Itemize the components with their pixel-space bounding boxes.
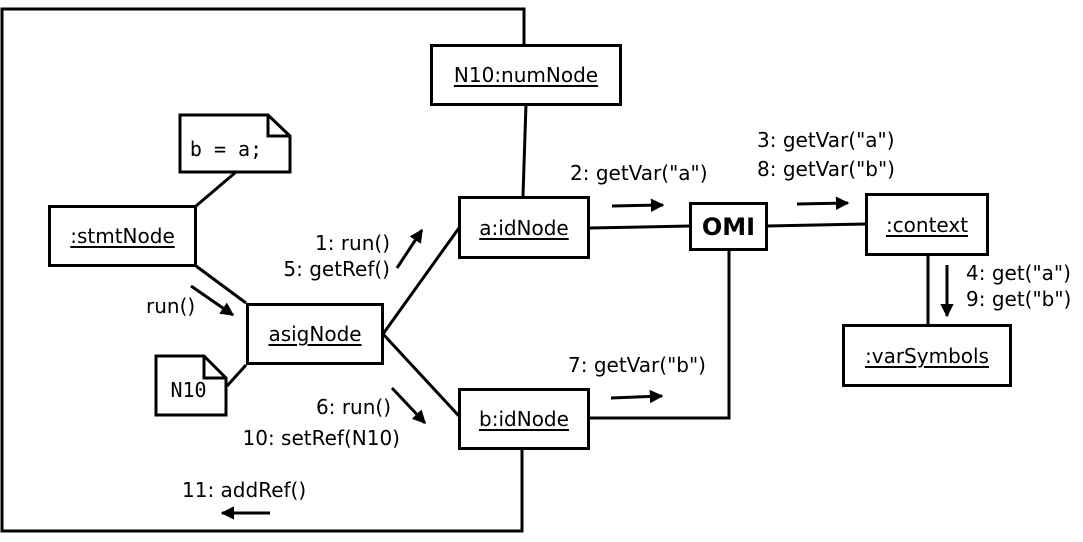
arrow-m1-m5	[395, 228, 424, 269]
n10-note-fold	[202, 356, 226, 380]
msg-m9: 9: get("b")	[966, 287, 1072, 311]
stmt-note-fold	[266, 115, 290, 138]
msg-m1: 1: run()	[315, 231, 390, 255]
msg-m5: 5: getRef()	[283, 257, 390, 281]
container-frame	[0, 7, 526, 533]
varsymbols-object[interactable]: :varSymbols	[842, 324, 1012, 387]
link-bidnode-omi	[589, 250, 731, 420]
msg-m3: 3: getVar("a")	[757, 128, 895, 152]
link-aidnode-omi	[588, 224, 691, 230]
msg-run-entry: run()	[146, 294, 196, 318]
link-stmtnode-asignode	[195, 264, 247, 305]
bidnode-object[interactable]: b:idNode	[458, 388, 590, 450]
arrow-m6-m10	[390, 386, 427, 425]
context-object[interactable]: :context	[865, 193, 989, 256]
arrow-m2	[611, 198, 665, 212]
arrow-run-entry	[190, 284, 235, 317]
link-stmtnote-stmtnode	[195, 170, 237, 208]
msg-m7: 7: getVar("b")	[568, 353, 706, 377]
n10-note-shape	[154, 354, 228, 417]
stmt-note-shape	[178, 113, 292, 174]
msg-m6: 6: run()	[316, 395, 391, 419]
link-numnode-aidnode	[521, 103, 528, 197]
msg-m2: 2: getVar("a")	[570, 161, 708, 185]
link-asignode-bidnode	[381, 332, 461, 418]
arrow-m3-m8	[796, 196, 850, 210]
stmtnode-object[interactable]: :stmtNode	[48, 205, 197, 267]
link-n10note-asignode	[225, 363, 248, 388]
numnode-object[interactable]: N10:numNode	[430, 44, 622, 106]
msg-m8: 8: getVar("b")	[757, 157, 895, 181]
msg-m11: 11: addRef()	[182, 478, 307, 502]
stmt-note-text: b = a;	[189, 137, 263, 161]
arrow-m7	[610, 389, 664, 404]
link-omi-context	[766, 222, 867, 228]
msg-m10: 10: setRef(N10)	[242, 426, 400, 450]
link-asignode-aidnode	[381, 227, 461, 335]
asignode-object[interactable]: asigNode	[246, 303, 384, 365]
msg-m4: 4: get("a")	[966, 261, 1071, 285]
aidnode-object[interactable]: a:idNode	[458, 196, 590, 259]
omi-object[interactable]: OMI	[689, 202, 768, 251]
n10-note-text: N10	[170, 378, 207, 402]
